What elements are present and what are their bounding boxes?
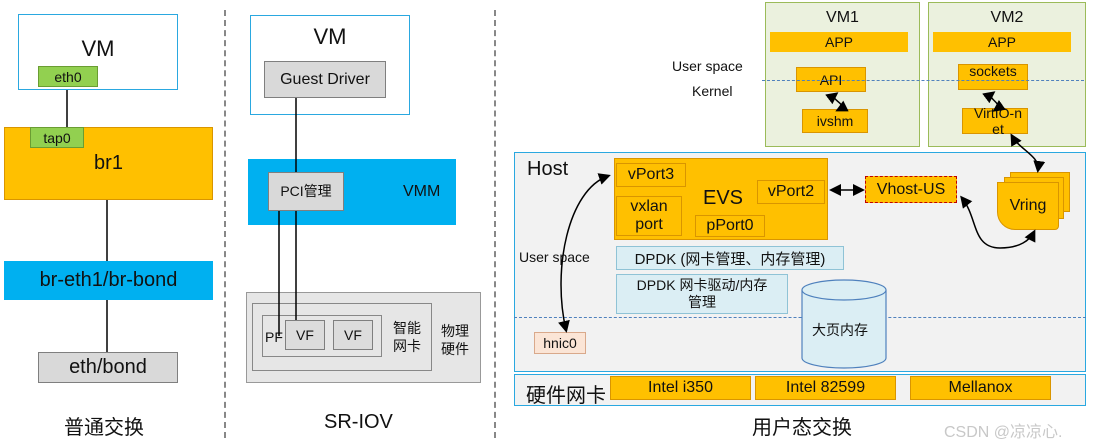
tap0-box: tap0: [30, 127, 84, 148]
vm1-ivshm-label: ivshm: [816, 113, 854, 129]
dpdk1-box: DPDK (网卡管理、内存管理): [616, 246, 844, 270]
nic-intel-82599-label: Intel 82599: [785, 379, 866, 396]
vport3-label: vPort3: [627, 166, 675, 183]
smart-nic-label: 智能网卡: [393, 320, 421, 354]
vm1-app-box: APP: [770, 32, 908, 52]
vhost-us-box: Vhost-US: [865, 176, 957, 203]
vm2-sockets-box: sockets: [958, 63, 1028, 90]
hnic0-box: hnic0: [534, 332, 586, 354]
guest-driver-box: Guest Driver: [264, 61, 386, 98]
vm1-api-box: API: [796, 67, 866, 92]
host-dashed-line: [514, 317, 1086, 318]
nic-intel-i350-label: Intel i350: [648, 379, 713, 396]
tap0-label: tap0: [43, 129, 71, 146]
vm1-app-label: APP: [824, 34, 853, 50]
phys-hw-label: 物理硬件: [441, 323, 469, 357]
vhost-us-label: Vhost-US: [876, 180, 946, 198]
eth-bond-label: eth/bond: [69, 356, 147, 378]
nic-intel-82599: Intel 82599: [755, 376, 896, 400]
vm2-app-label: APP: [987, 34, 1016, 50]
watermark: CSDN @凉凉心.: [944, 424, 1063, 441]
vm2-title: VM2: [990, 9, 1024, 26]
nic-intel-i350: Intel i350: [610, 376, 751, 400]
divider-left: [224, 10, 226, 438]
vport2-label: vPort2: [767, 183, 815, 200]
dpdk2-label: DPDK 网卡驱动/内存管理: [636, 277, 768, 310]
mid-vm-label: VM: [313, 24, 347, 49]
br-eth1-box: br-eth1/br-bond: [4, 261, 213, 300]
dpdk1-label: DPDK (网卡管理、内存管理): [634, 250, 826, 268]
mid-caption: SR-IOV: [324, 411, 393, 433]
vport3-box: vPort3: [616, 163, 686, 187]
br-eth1-label: br-eth1/br-bond: [39, 269, 178, 291]
pport0-label: pPort0: [706, 217, 754, 234]
eth-bond-box: eth/bond: [38, 352, 178, 383]
vf2-label: VF: [344, 327, 362, 343]
host-label: Host: [527, 158, 569, 180]
dpdk2-box: DPDK 网卡驱动/内存管理: [616, 274, 788, 314]
vm2-sockets-label: sockets: [969, 63, 1017, 79]
vm1-api-label: API: [819, 71, 843, 88]
pci-mgmt-label: PCI管理: [280, 183, 332, 199]
hnic0-label: hnic0: [543, 335, 577, 351]
vf1-label: VF: [296, 327, 314, 343]
kernel-label: Kernel: [692, 83, 733, 99]
pport0-box: pPort0: [695, 215, 765, 237]
hw-nic-label: 硬件网卡: [526, 385, 606, 407]
vxlan-port-label: vxlan port: [630, 198, 668, 233]
eth0-label: eth0: [54, 68, 82, 85]
vm2-app-box: APP: [933, 32, 1071, 52]
vport2-box: vPort2: [757, 180, 825, 204]
vf1-box: VF: [285, 320, 325, 350]
left-vm-label: VM: [81, 36, 115, 61]
vm1-title: VM1: [826, 9, 859, 26]
vf2-box: VF: [333, 320, 373, 350]
pci-mgmt-box: PCI管理: [268, 172, 344, 211]
eth0-box: eth0: [38, 66, 98, 87]
user-kernel-line: [762, 80, 1084, 81]
evs-label: EVS: [703, 187, 744, 209]
hugepage-label: 大页内存: [812, 322, 868, 338]
right-caption: 用户态交换: [752, 417, 852, 439]
guest-driver-label: Guest Driver: [280, 70, 370, 88]
user-space-top-label: User space: [672, 58, 743, 74]
br1-label: br1: [94, 152, 123, 174]
left-caption: 普通交换: [64, 417, 144, 439]
nic-mellanox-label: Mellanox: [948, 379, 1013, 396]
vxlan-port-box: vxlan port: [616, 196, 682, 236]
divider-right: [494, 10, 496, 438]
vmm-label: VMM: [403, 183, 441, 200]
nic-mellanox: Mellanox: [910, 376, 1051, 400]
